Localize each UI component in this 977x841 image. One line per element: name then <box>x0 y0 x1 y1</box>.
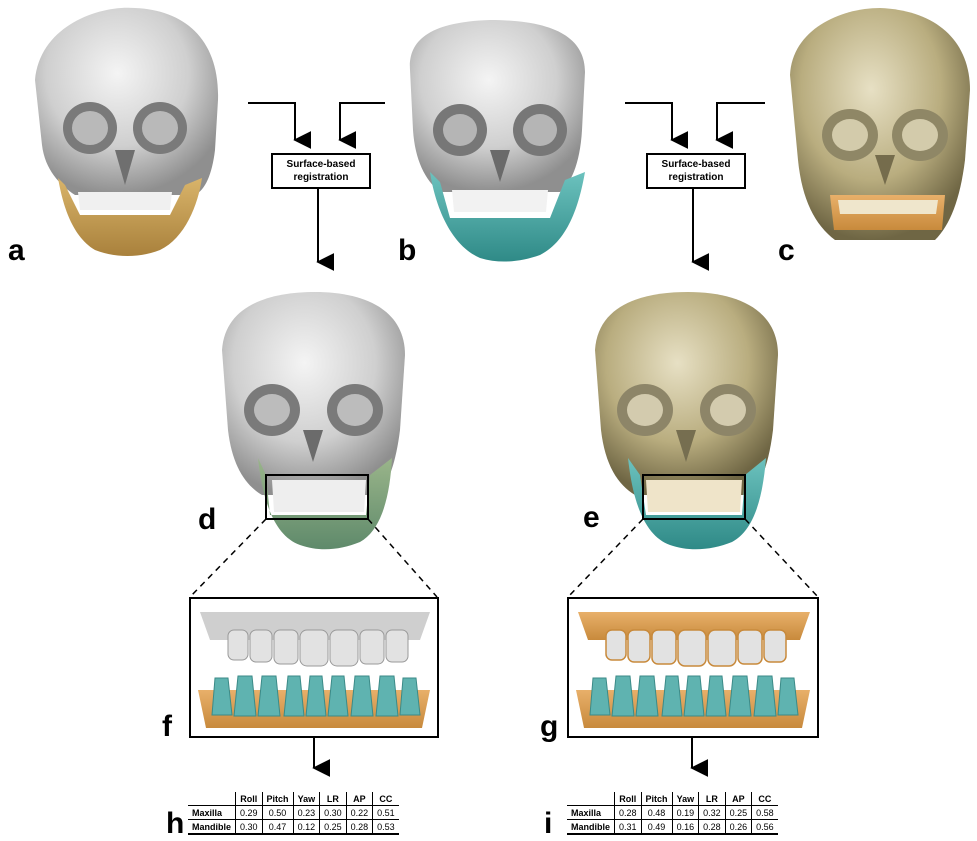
table-header-cell: AP <box>346 792 373 806</box>
registration-box-left-line1: Surface-based <box>273 158 369 171</box>
table-cell: 0.29 <box>236 806 263 820</box>
skull-c-image <box>790 8 970 240</box>
table-header-cell: Pitch <box>641 792 672 806</box>
skull-d-image <box>222 292 405 549</box>
metrics-table-h: Roll Pitch Yaw LR AP CC Maxilla 0.29 0.5… <box>188 792 399 835</box>
table-cell: 0.25 <box>725 806 752 820</box>
row-label: Mandible <box>567 820 615 835</box>
table-cell: 0.48 <box>641 806 672 820</box>
registration-box-right-line2: registration <box>648 171 744 184</box>
table-header-cell: CC <box>752 792 778 806</box>
metrics-table-i: Roll Pitch Yaw LR AP CC Maxilla 0.28 0.4… <box>567 792 778 835</box>
table-header-cell: CC <box>373 792 399 806</box>
table-cell: 0.23 <box>293 806 320 820</box>
table-cell: 0.30 <box>236 820 263 835</box>
table-row: Maxilla 0.29 0.50 0.23 0.30 0.22 0.51 <box>188 806 399 820</box>
table-cell: 0.25 <box>320 820 347 835</box>
row-label: Mandible <box>188 820 236 835</box>
panel-label-f: f <box>162 712 172 742</box>
table-header-cell: Roll <box>615 792 642 806</box>
table-cell: 0.31 <box>615 820 642 835</box>
registration-box-right: Surface-based registration <box>646 153 746 189</box>
table-cell: 0.26 <box>725 820 752 835</box>
row-label: Maxilla <box>188 806 236 820</box>
table-cell: 0.12 <box>293 820 320 835</box>
panel-label-b: b <box>398 236 416 266</box>
arrows-to-tables <box>314 738 692 768</box>
table-cell: 0.32 <box>699 806 726 820</box>
table-row: Maxilla 0.28 0.48 0.19 0.32 0.25 0.58 <box>567 806 778 820</box>
table-cell: 0.58 <box>752 806 778 820</box>
skull-e-image <box>595 292 778 549</box>
table-cell: 0.49 <box>641 820 672 835</box>
table-header-cell: LR <box>699 792 726 806</box>
table-cell: 0.28 <box>615 806 642 820</box>
table-header-cell: Yaw <box>293 792 320 806</box>
table-header-cell: LR <box>320 792 347 806</box>
panel-label-g: g <box>540 712 558 742</box>
table-cell: 0.47 <box>262 820 293 835</box>
panel-label-e: e <box>583 503 600 533</box>
table-cell: 0.51 <box>373 806 399 820</box>
table-cell: 0.50 <box>262 806 293 820</box>
teeth-panel-g <box>568 598 818 737</box>
registration-box-left-line2: registration <box>273 171 369 184</box>
table-header-row: Roll Pitch Yaw LR AP CC <box>188 792 399 806</box>
table-cell: 0.22 <box>346 806 373 820</box>
table-cell: 0.28 <box>346 820 373 835</box>
skull-a-image <box>35 8 218 256</box>
teeth-panel-f <box>190 598 438 737</box>
panel-label-h: h <box>166 809 184 839</box>
table-header-cell: Roll <box>236 792 263 806</box>
panel-label-d: d <box>198 505 216 535</box>
table-header-cell: Yaw <box>672 792 699 806</box>
panel-label-c: c <box>778 236 795 266</box>
table-header-row: Roll Pitch Yaw LR AP CC <box>567 792 778 806</box>
skull-b-image <box>410 20 585 262</box>
panel-label-a: a <box>8 236 25 266</box>
table-cell: 0.56 <box>752 820 778 835</box>
table-cell: 0.28 <box>699 820 726 835</box>
registration-box-left: Surface-based registration <box>271 153 371 189</box>
table-row: Mandible 0.31 0.49 0.16 0.28 0.26 0.56 <box>567 820 778 835</box>
row-label: Maxilla <box>567 806 615 820</box>
table-header-cell <box>188 792 236 806</box>
table-header-cell: Pitch <box>262 792 293 806</box>
table-cell: 0.19 <box>672 806 699 820</box>
table-header-cell: AP <box>725 792 752 806</box>
table-cell: 0.16 <box>672 820 699 835</box>
panel-label-i: i <box>544 809 552 839</box>
table-header-cell <box>567 792 615 806</box>
registration-box-right-line1: Surface-based <box>648 158 744 171</box>
table-cell: 0.30 <box>320 806 347 820</box>
table-row: Mandible 0.30 0.47 0.12 0.25 0.28 0.53 <box>188 820 399 835</box>
table-cell: 0.53 <box>373 820 399 835</box>
